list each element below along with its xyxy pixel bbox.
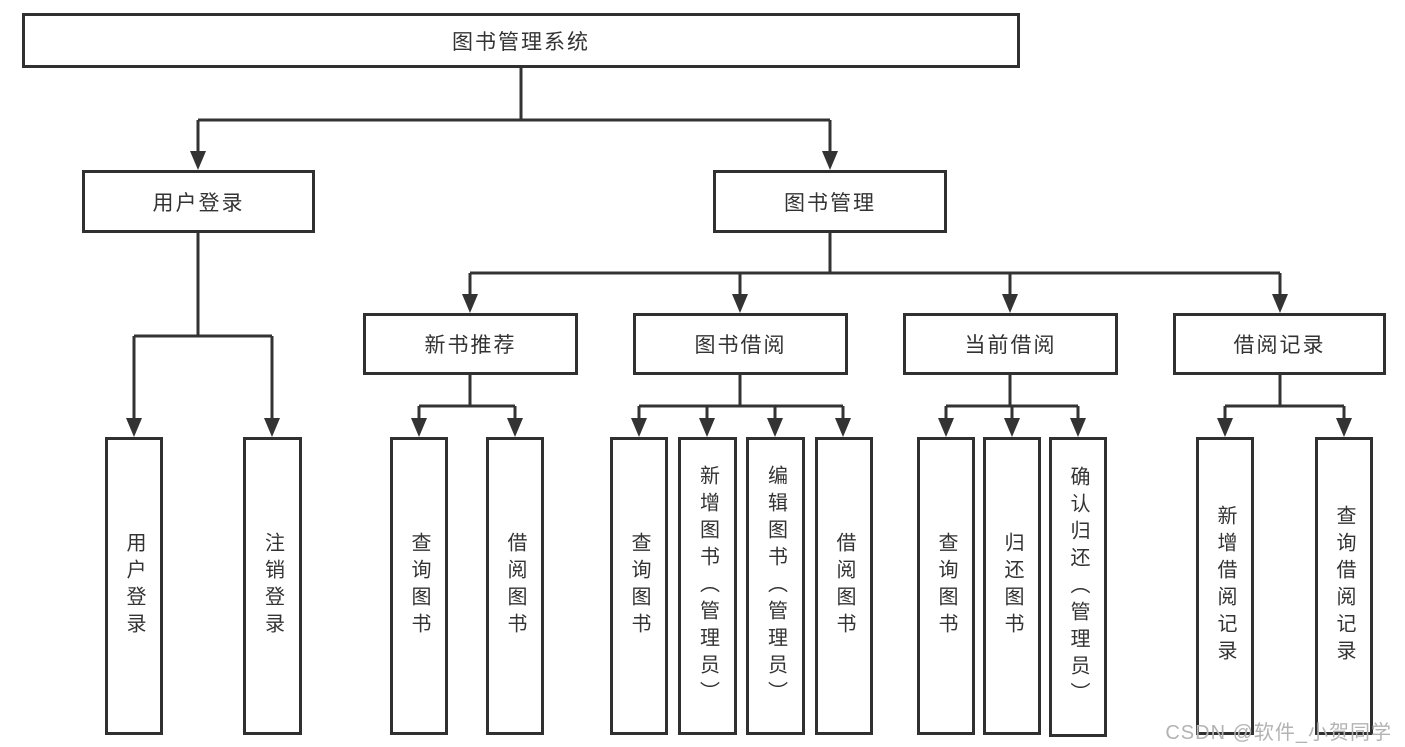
node-user-login: 用户登录 bbox=[105, 437, 163, 735]
node-current-borrowing-label: 当前借阅 bbox=[964, 334, 1057, 357]
node-return-books: 归还图书 bbox=[983, 437, 1041, 735]
node-book-management-label: 图书管理 bbox=[784, 191, 876, 215]
arrowhead bbox=[1070, 418, 1086, 437]
arrowhead bbox=[699, 418, 715, 437]
node-query-books-current: 查询图书 bbox=[917, 437, 975, 735]
node-query-books-recommend-label: 查询图书 bbox=[408, 532, 430, 640]
node-return-books-label: 归还图书 bbox=[1001, 532, 1023, 640]
arrowhead bbox=[1004, 418, 1020, 437]
arrowhead bbox=[126, 418, 142, 437]
node-borrow-books: 借阅图书 bbox=[815, 437, 873, 735]
arrowhead bbox=[1336, 418, 1352, 437]
node-root-label: 图书管理系统 bbox=[452, 30, 590, 54]
arrowhead bbox=[1217, 418, 1233, 437]
connector-bookborrow-to-leaves bbox=[637, 375, 845, 425]
arrowhead bbox=[1272, 294, 1288, 313]
connector-newbook-to-leaves bbox=[417, 375, 517, 425]
node-query-books-borrow: 查询图书 bbox=[610, 437, 668, 735]
connector-bookmgmt-to-level3 bbox=[468, 233, 1282, 301]
node-query-books-current-label: 查询图书 bbox=[935, 532, 957, 640]
node-borrowing-records-label: 借阅记录 bbox=[1233, 334, 1326, 357]
node-book-borrowing-label: 图书借阅 bbox=[694, 334, 787, 357]
node-borrow-books-recommend-label: 借阅图书 bbox=[504, 532, 526, 640]
arrowhead bbox=[732, 294, 748, 313]
arrowhead bbox=[507, 418, 523, 437]
arrowhead bbox=[938, 418, 954, 437]
arrowhead bbox=[835, 418, 851, 437]
node-user-login-branch-label: 用户登录 bbox=[152, 191, 245, 215]
node-query-borrow-record: 查询借阅记录 bbox=[1315, 437, 1373, 735]
connector-root-to-level2 bbox=[196, 68, 832, 158]
node-add-books-admin-label: 新增图书（管理员） bbox=[696, 464, 719, 708]
node-borrow-books-label: 借阅图书 bbox=[833, 532, 855, 640]
node-query-books-recommend: 查询图书 bbox=[390, 437, 448, 735]
node-add-borrow-record: 新增借阅记录 bbox=[1196, 437, 1254, 735]
connector-records-to-leaves bbox=[1223, 375, 1346, 425]
node-confirm-return-admin-label: 确认归还（管理员） bbox=[1067, 465, 1089, 709]
connector-userlogin-to-leaves bbox=[132, 233, 274, 425]
node-book-management: 图书管理 bbox=[713, 170, 947, 233]
node-query-books-borrow-label: 查询图书 bbox=[628, 532, 650, 640]
node-user-login-branch: 用户登录 bbox=[82, 170, 315, 233]
node-confirm-return-admin: 确认归还（管理员） bbox=[1049, 437, 1107, 737]
arrowhead bbox=[767, 418, 783, 437]
arrowhead bbox=[190, 151, 206, 170]
arrowhead bbox=[264, 418, 280, 437]
node-query-borrow-record-label: 查询借阅记录 bbox=[1333, 505, 1355, 667]
node-add-borrow-record-label: 新增借阅记录 bbox=[1214, 505, 1236, 667]
node-add-books-admin: 新增图书（管理员） bbox=[678, 437, 737, 735]
node-edit-books-admin-label: 编辑图书（管理员） bbox=[764, 464, 787, 708]
arrowhead bbox=[822, 151, 838, 170]
connector-currentborrow-to-leaves bbox=[944, 375, 1080, 425]
node-borrow-books-recommend: 借阅图书 bbox=[486, 437, 544, 735]
arrowhead bbox=[411, 418, 427, 437]
node-new-book-recommend-label: 新书推荐 bbox=[424, 334, 517, 357]
arrowhead bbox=[462, 294, 478, 313]
node-book-borrowing: 图书借阅 bbox=[633, 313, 848, 375]
node-current-borrowing: 当前借阅 bbox=[903, 313, 1118, 375]
arrowhead bbox=[1002, 294, 1018, 313]
node-logout: 注销登录 bbox=[243, 437, 302, 735]
node-root: 图书管理系统 bbox=[22, 13, 1020, 68]
node-logout-label: 注销登录 bbox=[261, 532, 284, 640]
csdn-watermark: CSDN @软件_小贺同学 bbox=[1165, 722, 1392, 744]
node-edit-books-admin: 编辑图书（管理员） bbox=[746, 437, 805, 735]
node-borrowing-records: 借阅记录 bbox=[1173, 313, 1386, 375]
node-new-book-recommend: 新书推荐 bbox=[363, 313, 578, 375]
arrowhead bbox=[631, 418, 647, 437]
arrowheads bbox=[126, 151, 1352, 437]
node-user-login-label: 用户登录 bbox=[123, 532, 145, 640]
